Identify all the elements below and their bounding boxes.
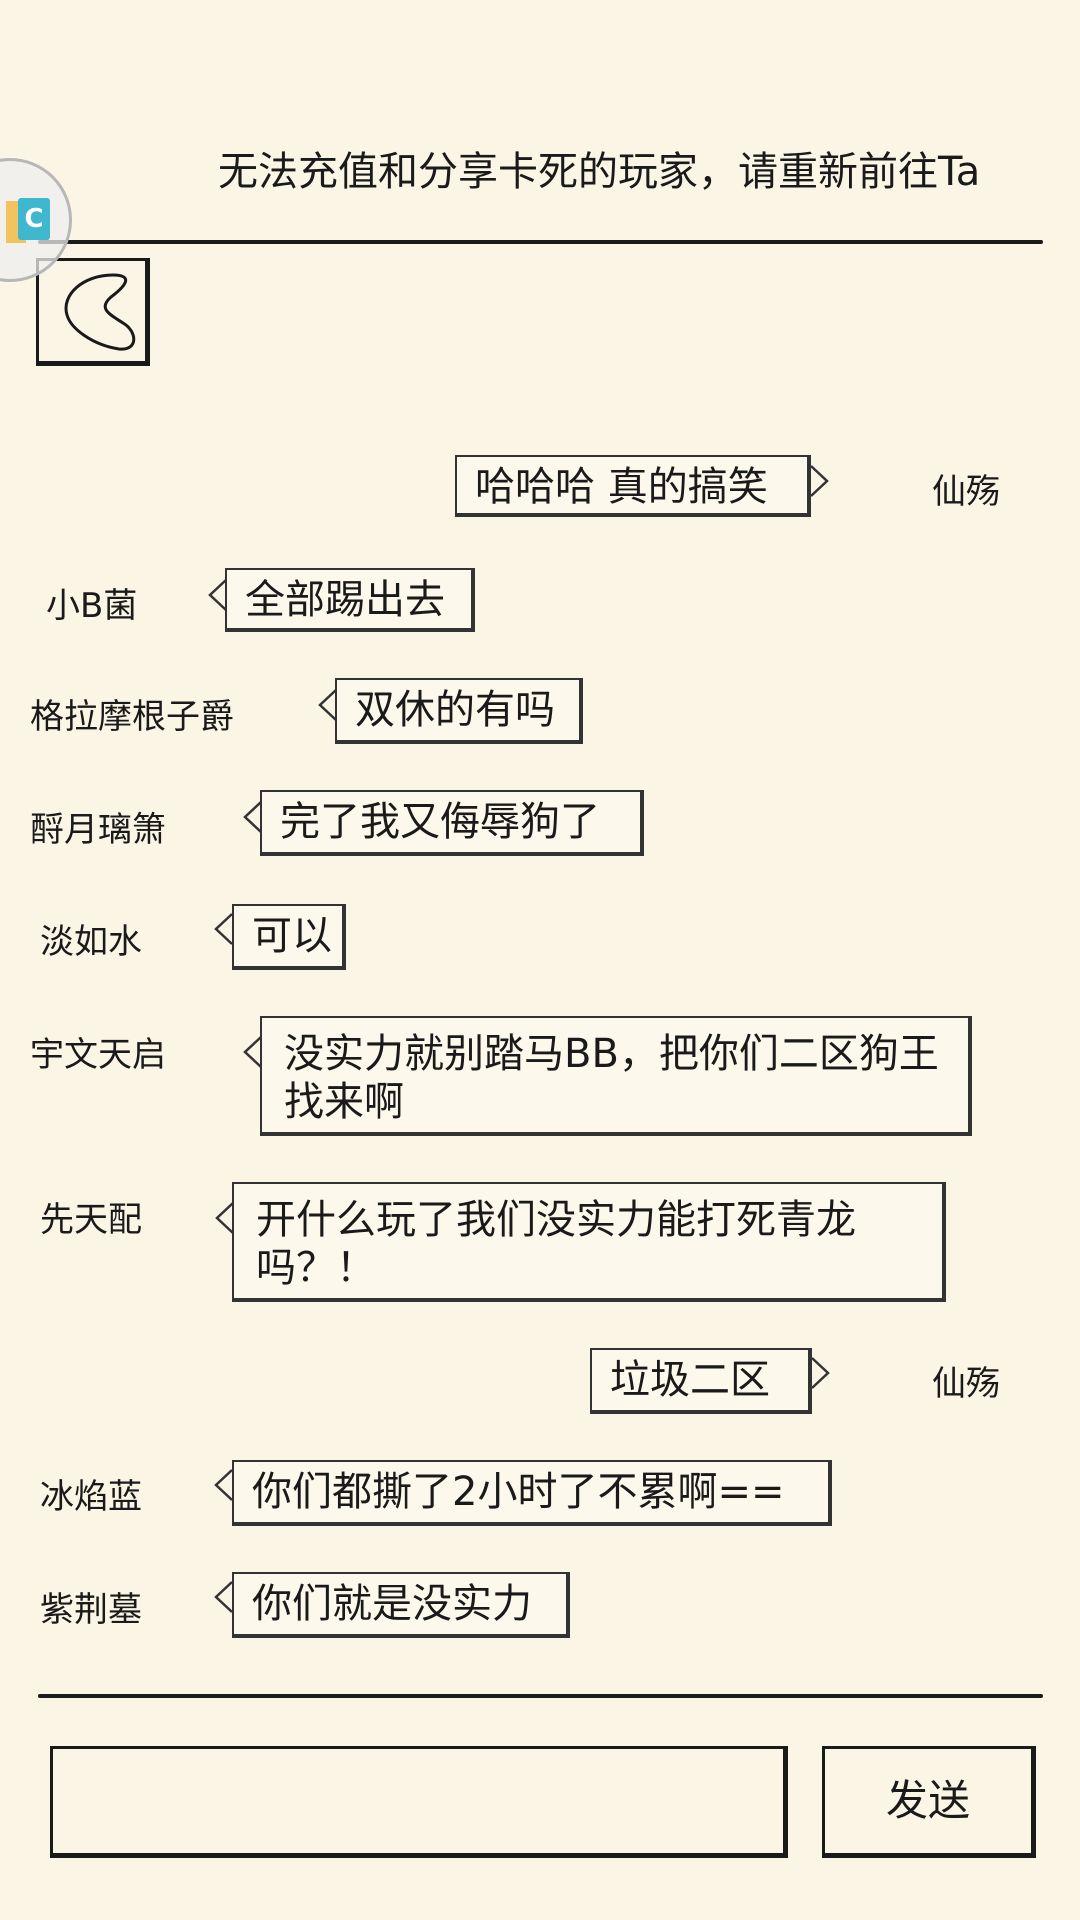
bubble-tail-left bbox=[212, 912, 234, 946]
chat-sender-name: 冰焰蓝 bbox=[40, 1477, 142, 1517]
chat-sender-name: 仙殇 bbox=[932, 472, 1000, 512]
chat-sender-name: 仙殇 bbox=[932, 1364, 1000, 1404]
bubble-tail-left bbox=[213, 1201, 235, 1235]
bubble-tail-right bbox=[809, 464, 831, 498]
chat-bubble: 完了我又侮辱狗了 bbox=[260, 790, 644, 856]
announcement-banner: 无法充值和分享卡死的玩家，请重新前往Ta bbox=[218, 149, 981, 195]
bubble-tail-left bbox=[316, 688, 338, 722]
bubble-tail-left bbox=[206, 578, 228, 612]
chat-sender-name: 酹月璃箫 bbox=[30, 810, 166, 850]
chat-sender-name: 格拉摩根子爵 bbox=[30, 697, 234, 737]
chat-sender-name: 淡如水 bbox=[40, 922, 142, 962]
chat-message-text: 你们都撕了2小时了不累啊== bbox=[252, 1469, 785, 1515]
chat-message-text: 全部踢出去 bbox=[245, 577, 445, 623]
chat-sender-name: 小B菌 bbox=[46, 586, 138, 626]
chat-sender-name: 紫荆墓 bbox=[40, 1590, 142, 1630]
send-button[interactable]: 发送 bbox=[822, 1746, 1036, 1858]
bubble-tail-left bbox=[241, 800, 263, 834]
chat-message-text: 垃圾二区 bbox=[610, 1357, 770, 1403]
chat-message-text: 双休的有吗 bbox=[355, 687, 555, 733]
bottom-divider bbox=[38, 1694, 1043, 1698]
heart-back-icon bbox=[64, 273, 136, 351]
logo-letter: C bbox=[18, 198, 50, 240]
top-divider bbox=[38, 240, 1043, 244]
chat-bubble: 垃圾二区 bbox=[590, 1348, 812, 1414]
bubble-tail-left bbox=[212, 1580, 234, 1614]
chat-message-text: 可以 bbox=[252, 913, 332, 959]
back-button[interactable] bbox=[36, 258, 150, 366]
chat-bubble: 没实力就别踏马BB，把你们二区狗王找来啊 bbox=[260, 1016, 972, 1136]
chat-bubble: 全部踢出去 bbox=[225, 568, 475, 632]
chat-message-text: 哈哈哈 真的搞笑 bbox=[475, 464, 768, 510]
chat-bubble: 你们就是没实力 bbox=[232, 1572, 570, 1638]
chat-message-text: 完了我又侮辱狗了 bbox=[280, 799, 600, 845]
chat-bubble: 开什么玩了我们没实力能打死青龙吗？！ bbox=[232, 1182, 946, 1302]
chat-bubble: 你们都撕了2小时了不累啊== bbox=[232, 1460, 832, 1526]
chat-input[interactable] bbox=[50, 1746, 788, 1858]
chat-sender-name: 先天配 bbox=[40, 1200, 142, 1240]
bubble-tail-left bbox=[212, 1468, 234, 1502]
bubble-tail-right bbox=[810, 1356, 832, 1390]
bubble-tail-left bbox=[241, 1035, 263, 1069]
chat-bubble: 双休的有吗 bbox=[335, 678, 583, 744]
chat-sender-name: 宇文天启 bbox=[30, 1035, 166, 1075]
chat-message-text: 没实力就别踏马BB，把你们二区狗王找来啊 bbox=[284, 1031, 939, 1125]
chat-message-text: 你们就是没实力 bbox=[252, 1581, 532, 1627]
chat-bubble: 哈哈哈 真的搞笑 bbox=[455, 455, 811, 517]
chat-bubble: 可以 bbox=[232, 904, 346, 970]
chat-message-text: 开什么玩了我们没实力能打死青龙吗？！ bbox=[256, 1197, 856, 1291]
